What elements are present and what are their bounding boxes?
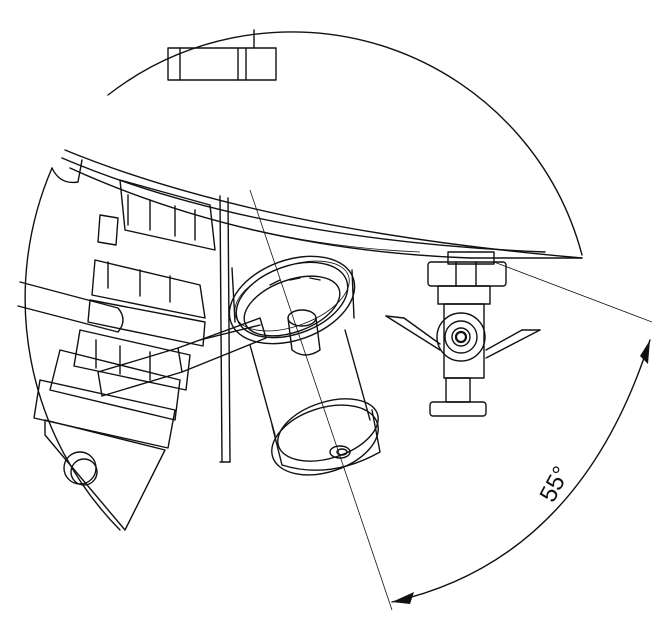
right-fitting xyxy=(385,251,541,417)
angle-dimension-label: 55° xyxy=(535,462,576,507)
detail-circle-boundary xyxy=(24,167,121,531)
angle-dimension xyxy=(391,339,651,604)
dish-rim xyxy=(51,149,583,259)
center-nozzle xyxy=(228,255,381,476)
left-fitting-assembly xyxy=(17,179,216,531)
top-bracket xyxy=(167,29,277,81)
lever-handle xyxy=(97,317,267,397)
angle-reference-lines xyxy=(249,189,652,611)
detail-circle-top-arc xyxy=(107,31,583,256)
